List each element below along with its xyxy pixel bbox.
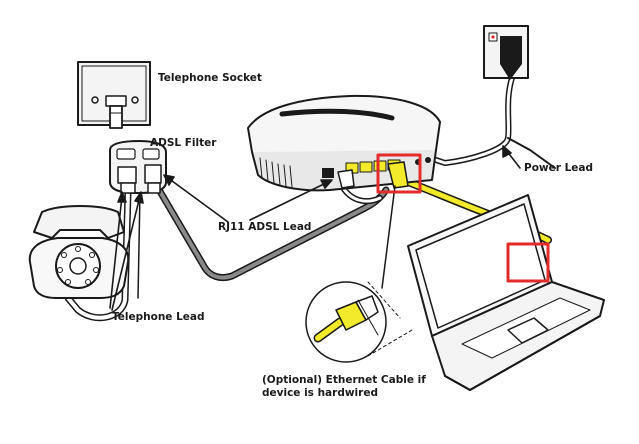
highlight-router-port — [376, 153, 422, 194]
telephone-lead-label: Telephone Lead — [112, 311, 205, 323]
telephone — [28, 205, 130, 299]
telephone-socket-label: Telephone Socket — [158, 72, 262, 84]
power-socket — [483, 25, 529, 80]
adsl-filter — [109, 140, 167, 194]
telephone-cable — [64, 188, 141, 322]
highlight-boxes — [376, 153, 550, 283]
ethernet-cable-label: (Optional) Ethernet Cable if device is h… — [262, 374, 452, 400]
ethernet-label-line-1: (Optional) Ethernet Cable if — [262, 374, 426, 386]
telephone-socket — [77, 61, 151, 129]
power-lead-label: Power Lead — [524, 162, 593, 174]
zoom-callout — [305, 185, 413, 363]
highlight-laptop-port — [506, 242, 550, 283]
power-cable — [427, 75, 556, 169]
adsl-filter-label: ADSL Filter — [150, 137, 217, 149]
rj11-plug — [337, 169, 355, 189]
rj11-lead-label: RJ11 ADSL Lead — [218, 221, 312, 233]
laptop — [407, 194, 605, 391]
ethernet-plug-router — [387, 161, 409, 189]
ethernet-label-line-2: device is hardwired — [262, 387, 378, 399]
arrows — [109, 145, 521, 311]
router — [247, 94, 441, 192]
rj11-cable — [154, 183, 390, 282]
